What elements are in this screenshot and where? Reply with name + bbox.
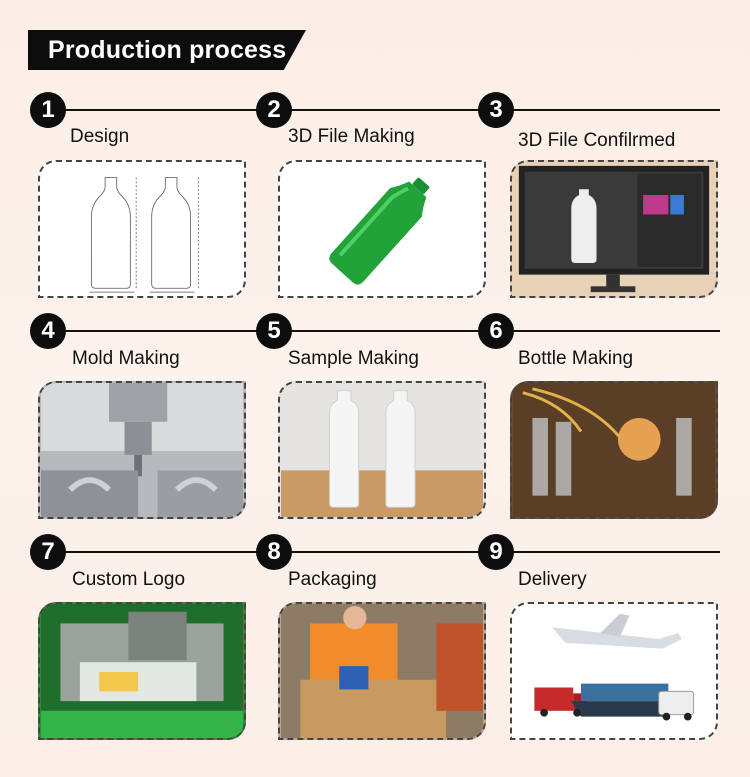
step-7-label: Custom Logo	[72, 569, 186, 590]
bottle-making-image	[510, 381, 718, 519]
page-title: Production process	[48, 36, 287, 64]
screen-printer-icon	[41, 604, 243, 738]
step-2-label: 3D File Making	[288, 126, 415, 147]
blow-molding-icon	[513, 383, 715, 517]
step-9-number: 9	[478, 534, 514, 570]
row-3-line	[48, 551, 720, 553]
custom-logo-image	[38, 602, 246, 740]
green-bottle-icon	[329, 177, 430, 285]
step-5-number: 5	[256, 313, 292, 349]
row-2-line	[48, 330, 720, 332]
step-4-number: 4	[30, 313, 66, 349]
packaging-worker-icon	[281, 604, 483, 738]
step-8-label: Packaging	[288, 569, 377, 590]
mold-making-image	[38, 381, 246, 519]
green-3d-bottle-image	[278, 160, 486, 298]
step-3-label: 3D File Confilrmed	[518, 130, 676, 151]
design-drawing-image	[38, 160, 246, 298]
step-9-label: Delivery	[518, 569, 587, 590]
delivery-image	[510, 602, 718, 740]
step-3-number: 3	[478, 92, 514, 128]
step-4-label: Mold Making	[72, 348, 180, 369]
step-6-label: Bottle Making	[518, 348, 634, 369]
title-banner	[28, 30, 306, 70]
packaging-image	[278, 602, 486, 740]
step-8-number: 8	[256, 534, 292, 570]
step-2-number: 2	[256, 92, 292, 128]
delivery-vehicles-icon	[534, 613, 695, 721]
cnc-machine-icon	[41, 383, 243, 517]
step-1-label: Design	[70, 126, 130, 147]
step-7-number: 7	[30, 534, 66, 570]
step-5-label: Sample Making	[288, 348, 419, 369]
bottle-drawing-icon	[89, 177, 199, 293]
monitor-icon	[518, 165, 710, 293]
monitor-3d-file-image	[510, 160, 718, 298]
sample-bottles-image	[278, 381, 486, 519]
row-1-line	[48, 109, 720, 111]
sample-bottles-icon	[281, 390, 483, 517]
step-1-number: 1	[30, 92, 66, 128]
step-6-number: 6	[478, 313, 514, 349]
